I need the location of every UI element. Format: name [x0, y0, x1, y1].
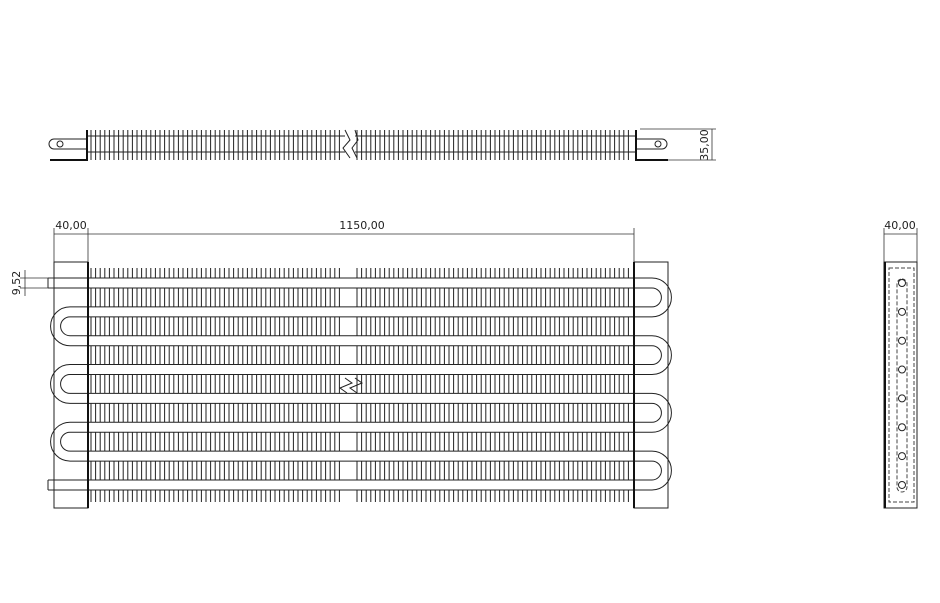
- tube-hole-icon: [898, 365, 906, 374]
- tube-fill: [70, 364, 652, 375]
- tube-fill: [70, 306, 652, 317]
- u-bend-outer: [50, 421, 71, 462]
- tube-hole-icon: [898, 394, 906, 403]
- right-stub: [636, 138, 668, 150]
- dim-side-width-label: 40,00: [884, 219, 916, 232]
- tube-hole-icon: [898, 279, 906, 287]
- front-view-fins: [90, 268, 629, 502]
- side-plate-hidden-outline: [888, 267, 915, 503]
- dim-plate-width-label: 40,00: [55, 219, 87, 232]
- tube-hole-icon: [898, 336, 906, 345]
- u-bend-inner: [60, 431, 71, 452]
- stub-hole-icon: [654, 140, 662, 148]
- tube-fill: [48, 278, 652, 288]
- top-view-fins: [90, 130, 629, 160]
- right-end-plate: [633, 261, 669, 509]
- tube-hole-icon: [898, 423, 906, 432]
- u-bend-inner: [651, 460, 662, 481]
- left-end-plate: [53, 261, 89, 509]
- left-bracket: [50, 130, 88, 161]
- u-bend-inner: [60, 316, 71, 337]
- stub-hole-icon: [56, 140, 64, 148]
- left-stub: [48, 138, 88, 150]
- dim-tube-diameter-label: 9,52: [10, 271, 23, 296]
- u-bend-outer: [651, 335, 672, 376]
- u-bend-inner: [60, 374, 71, 394]
- dim-length-label: 1150,00: [339, 219, 385, 232]
- tube-hole-icon: [898, 452, 906, 461]
- right-bracket: [635, 130, 668, 161]
- u-bend-outer: [651, 450, 672, 491]
- u-bend-inner: [651, 287, 662, 308]
- tube-fill: [48, 479, 652, 490]
- u-bend-outer: [50, 364, 71, 404]
- serpentine-tube: [47, 277, 672, 491]
- tube-fill: [70, 451, 652, 462]
- tube-fill: [70, 422, 652, 433]
- dim-height-label: 35,00: [698, 129, 711, 161]
- side-tube-holes: [898, 279, 906, 489]
- u-bend-inner: [651, 402, 662, 423]
- u-bend-outer: [651, 392, 672, 433]
- u-bend-inner: [651, 345, 662, 366]
- break-mark-icon: [351, 129, 359, 159]
- u-bend-outer: [651, 277, 672, 318]
- top-view: 35,00: [48, 128, 716, 161]
- break-mark-icon: [348, 377, 364, 394]
- tube-fill: [70, 393, 652, 404]
- tube-hole-icon: [898, 480, 906, 489]
- tube-hole-icon: [898, 307, 906, 316]
- break-mark-icon: [342, 129, 351, 159]
- break-mark-icon: [338, 377, 354, 394]
- tube-fill: [70, 335, 652, 346]
- front-view: 40,00 1150,00 9,52: [10, 219, 672, 509]
- u-bend-outer: [50, 306, 71, 347]
- side-view: 40,00: [883, 219, 918, 509]
